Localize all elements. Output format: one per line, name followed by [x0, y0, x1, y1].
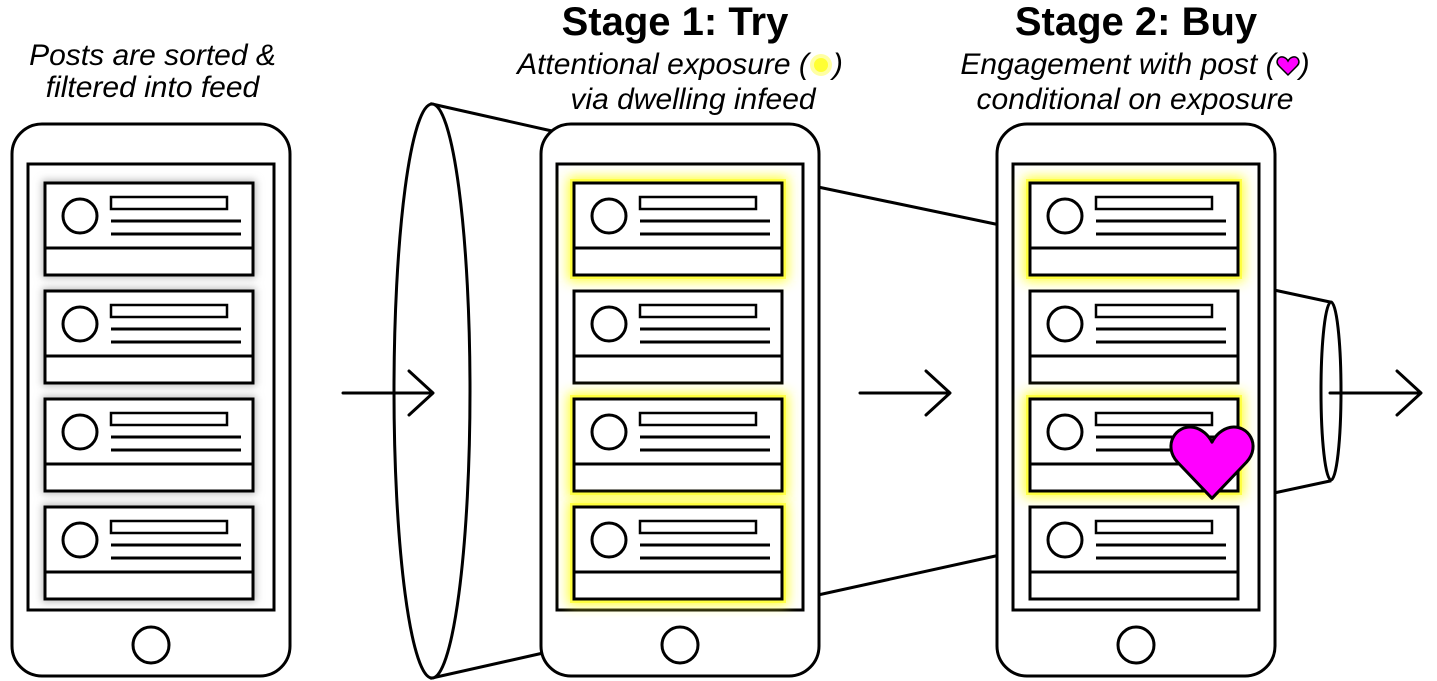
post-title-box [109, 411, 229, 427]
yellow-glow-dot-icon [809, 52, 833, 84]
feed-post [1028, 289, 1240, 385]
home-button-icon [1116, 625, 1156, 665]
post-title-box [109, 519, 229, 535]
post-title-box [638, 303, 758, 319]
phone-feed [10, 122, 292, 678]
post-title-box [638, 195, 758, 211]
home-button-icon [660, 625, 700, 665]
avatar-icon [61, 413, 99, 451]
funnel-cone-middle [816, 185, 1002, 597]
avatar-icon [61, 521, 99, 559]
avatar-icon [590, 197, 628, 235]
stage1-caption-line1-before: Attentional exposure ( [517, 48, 809, 81]
post-title-box [638, 411, 758, 427]
feed-caption: Posts are sorted & filtered into feed [0, 40, 305, 104]
feed-post [42, 288, 256, 386]
avatar-icon [61, 197, 99, 235]
arrow-right-icon [858, 369, 952, 417]
arrow-right-icon [1328, 369, 1423, 417]
feed-post [1024, 177, 1244, 281]
heart-icon [1276, 52, 1300, 84]
feed-post [568, 393, 788, 497]
avatar-icon [61, 305, 99, 343]
avatar-icon [1046, 521, 1084, 559]
feed-post [572, 289, 784, 385]
feed-post [42, 504, 256, 602]
stage2-caption: Engagement with post () conditional on e… [920, 49, 1350, 116]
avatar-icon [590, 521, 628, 559]
phone-stage1 [539, 122, 821, 678]
phone-stage2 [995, 122, 1277, 678]
stage1-caption-line2: via dwelling infeed [570, 83, 816, 116]
post-title-box [1094, 195, 1214, 211]
stage1-title: Stage 1: Try [561, 0, 789, 44]
feed-post [568, 501, 788, 605]
arrow-right-icon [341, 369, 435, 417]
feed-post [42, 396, 256, 494]
post-title-box [1094, 411, 1214, 427]
post-title-box [109, 195, 229, 211]
stage2-caption-line1: Engagement with post () [920, 49, 1350, 84]
avatar-icon [590, 413, 628, 451]
post-title-box [638, 519, 758, 535]
avatar-icon [1046, 197, 1084, 235]
stage1-caption: Attentional exposure () via dwelling inf… [480, 49, 880, 116]
avatar-icon [1046, 305, 1084, 343]
stage1-caption-line1-after: ) [832, 48, 843, 81]
stage2-caption-line2: conditional on exposure [976, 83, 1294, 116]
feed-caption-line2: filtered into feed [45, 71, 260, 104]
stage2-caption-line1-before: Engagement with post ( [960, 48, 1276, 81]
feed-post [1028, 505, 1240, 601]
feed-post [42, 180, 256, 278]
post-title-box [109, 303, 229, 319]
stage2-title: Stage 2: Buy [1014, 0, 1258, 44]
heart-icon [1169, 425, 1255, 500]
avatar-icon [1046, 413, 1084, 451]
feed-post [568, 177, 788, 281]
post-title-box [1094, 303, 1214, 319]
avatar-icon [590, 305, 628, 343]
feed-caption-line1: Posts are sorted & [29, 39, 276, 72]
home-button-icon [131, 625, 171, 665]
stage1-caption-line1: Attentional exposure () [480, 49, 880, 84]
post-title-box [1094, 519, 1214, 535]
stage2-caption-line1-after: ) [1299, 48, 1310, 81]
funnel-outlet-ellipse [1319, 300, 1343, 482]
